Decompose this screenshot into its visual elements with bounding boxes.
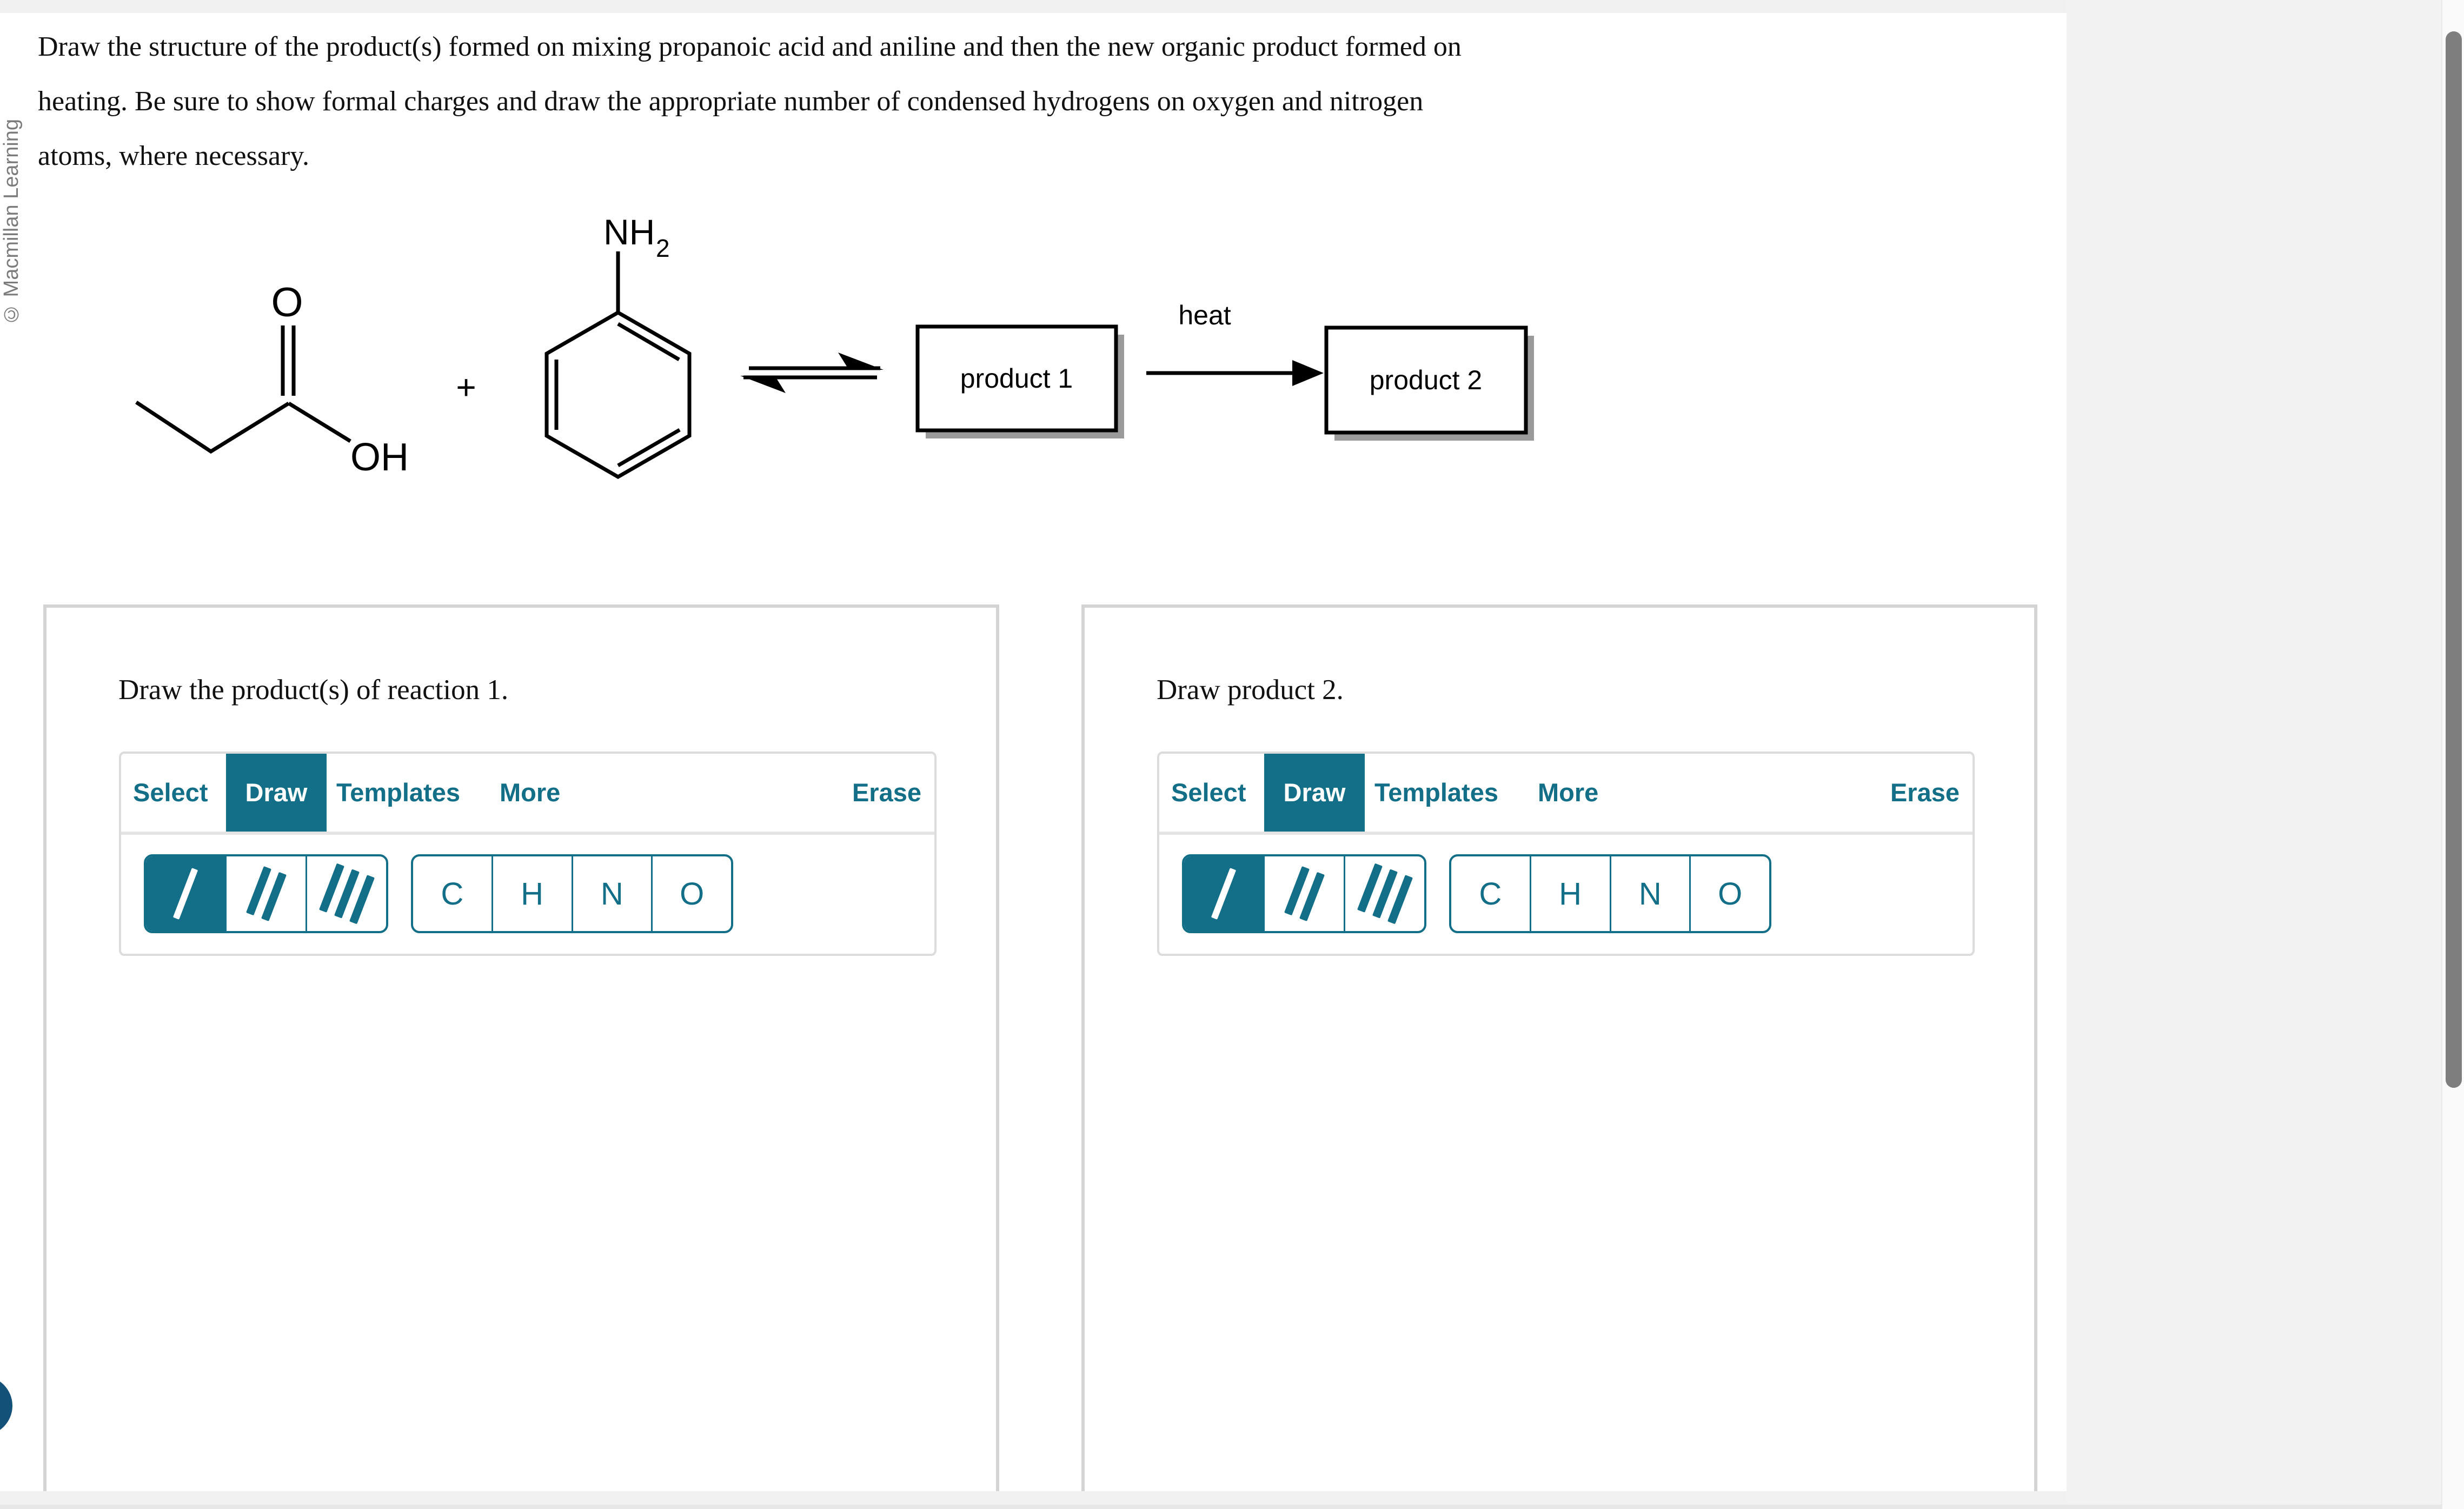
single-bond-button[interactable] xyxy=(1184,856,1263,931)
triple-bond-icon xyxy=(318,863,375,925)
toolbar-tool-row: C H N O xyxy=(1159,835,1972,956)
scrollbar-thumb[interactable] xyxy=(2446,31,2462,1088)
single-bond-icon xyxy=(1211,868,1237,920)
question-text: Draw the structure of the product(s) for… xyxy=(38,19,2060,183)
tab-more[interactable]: More xyxy=(1538,778,1599,807)
atom-button-o[interactable]: O xyxy=(1689,856,1769,931)
top-strip xyxy=(0,0,2464,13)
equilibrium-arrows-icon xyxy=(740,353,884,393)
bottom-edge-strip xyxy=(0,1505,2464,1509)
bond-tool-group xyxy=(144,854,388,933)
page-gutter xyxy=(2067,0,2464,1509)
single-bond-button[interactable] xyxy=(146,856,225,931)
product2-box: product 2 xyxy=(1324,325,1534,441)
drawing-panel-reaction-1: Draw the product(s) of reaction 1. Selec… xyxy=(43,604,999,1509)
atom-button-c[interactable]: C xyxy=(441,876,464,912)
drawing-panel-product-2: Draw product 2. Select Draw Templates Mo… xyxy=(1081,604,2037,1509)
question-line: Draw the structure of the product(s) for… xyxy=(38,31,1462,62)
bond-tool-group xyxy=(1182,854,1426,933)
panel-title: Draw the product(s) of reaction 1. xyxy=(118,674,509,706)
corner-badge[interactable] xyxy=(0,1376,12,1435)
tab-draw[interactable]: Draw xyxy=(226,754,327,832)
heat-label: heat xyxy=(1178,300,1231,330)
tab-draw[interactable]: Draw xyxy=(1264,754,1365,832)
double-bond-icon xyxy=(245,866,287,922)
hydroxyl-label: OH xyxy=(350,436,409,479)
double-bond-icon xyxy=(1284,866,1325,922)
tab-erase[interactable]: Erase xyxy=(1890,778,1960,807)
atom-button-h[interactable]: H xyxy=(491,856,572,931)
panel-title: Draw product 2. xyxy=(1157,674,1344,706)
plus-sign: + xyxy=(456,368,476,407)
double-bond-button[interactable] xyxy=(225,856,305,931)
atom-button-n[interactable]: N xyxy=(1609,856,1690,931)
atom-tool-group: C H N O xyxy=(1449,854,1771,933)
question-line: atoms, where necessary. xyxy=(38,141,309,171)
tab-more[interactable]: More xyxy=(500,778,561,807)
amine-subscript: 2 xyxy=(656,234,670,262)
tab-select[interactable]: Select xyxy=(133,778,208,807)
triple-bond-icon xyxy=(1357,863,1413,925)
carbonyl-oxygen-label: O xyxy=(271,280,303,325)
double-bond-button[interactable] xyxy=(1263,856,1344,931)
tab-select[interactable]: Select xyxy=(1171,778,1246,807)
atom-button-h[interactable]: H xyxy=(1529,856,1610,931)
tab-erase[interactable]: Erase xyxy=(852,778,921,807)
toolbar-tab-row: Select Draw Templates More Erase xyxy=(1159,754,1972,835)
triple-bond-button[interactable] xyxy=(1344,856,1424,931)
atom-button-n[interactable]: N xyxy=(571,856,652,931)
product2-label: product 2 xyxy=(1370,365,1482,395)
reaction-scheme: O OH + NH 2 product 1 he xyxy=(135,212,1534,480)
propanoic-acid-structure: O OH xyxy=(135,280,409,479)
sketcher-toolbar: Select Draw Templates More Erase xyxy=(1157,752,1975,956)
drawing-canvas[interactable] xyxy=(1085,956,2034,1509)
sketcher-toolbar: Select Draw Templates More Erase xyxy=(119,752,937,956)
heat-arrow-icon: heat xyxy=(1146,300,1324,386)
tab-templates[interactable]: Templates xyxy=(336,778,460,807)
product1-box: product 1 xyxy=(915,324,1124,438)
atom-button-o[interactable]: O xyxy=(651,856,731,931)
toolbar-tab-row: Select Draw Templates More Erase xyxy=(121,754,934,835)
question-line: heating. Be sure to show formal charges … xyxy=(38,86,1424,117)
drawing-canvas[interactable] xyxy=(47,956,996,1509)
atom-tool-group: C H N O xyxy=(411,854,733,933)
atom-button-c[interactable]: C xyxy=(1479,876,1502,912)
aniline-structure: NH 2 xyxy=(544,212,692,480)
triple-bond-button[interactable] xyxy=(305,856,386,931)
product1-label: product 1 xyxy=(960,363,1073,394)
single-bond-icon xyxy=(172,868,198,920)
toolbar-tool-row: C H N O xyxy=(121,835,934,956)
tab-templates[interactable]: Templates xyxy=(1374,778,1498,807)
amine-label: NH xyxy=(603,212,655,252)
